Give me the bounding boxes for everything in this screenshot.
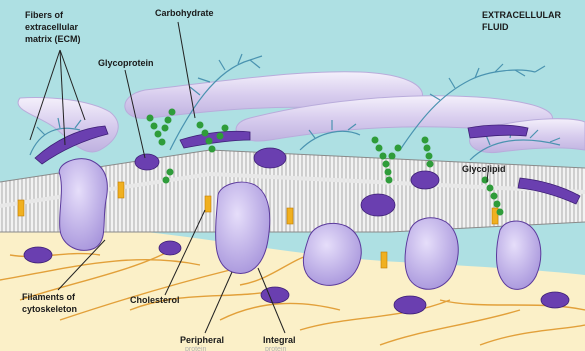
peripheral-protein-label-line2: protein (185, 346, 207, 351)
peripheral-protein-label-line1: Peripheral (180, 335, 224, 345)
extracellular-fluid-label-line1: EXTRACELLULAR (482, 10, 561, 20)
cholesterol-label: Cholesterol (130, 295, 180, 305)
carbohydrate-label: Carbohydrate (155, 8, 214, 18)
filaments-label-line1: Filaments of (22, 292, 76, 302)
glycoprotein-label: Glycoprotein (98, 58, 154, 68)
ecm-label-line1: Fibers of (25, 10, 64, 20)
glycolipid-label: Glycolipid (462, 164, 506, 174)
filaments-label-line2: cytoskeleton (22, 304, 77, 314)
integral-protein-label-line1: Integral (263, 335, 296, 345)
integral-protein-label-line2: protein (265, 346, 287, 351)
ecm-label-line3: matrix (ECM) (25, 34, 81, 44)
ecm-label-line2: extracellular (25, 22, 79, 32)
extracellular-fluid-label-line2: FLUID (482, 22, 509, 32)
